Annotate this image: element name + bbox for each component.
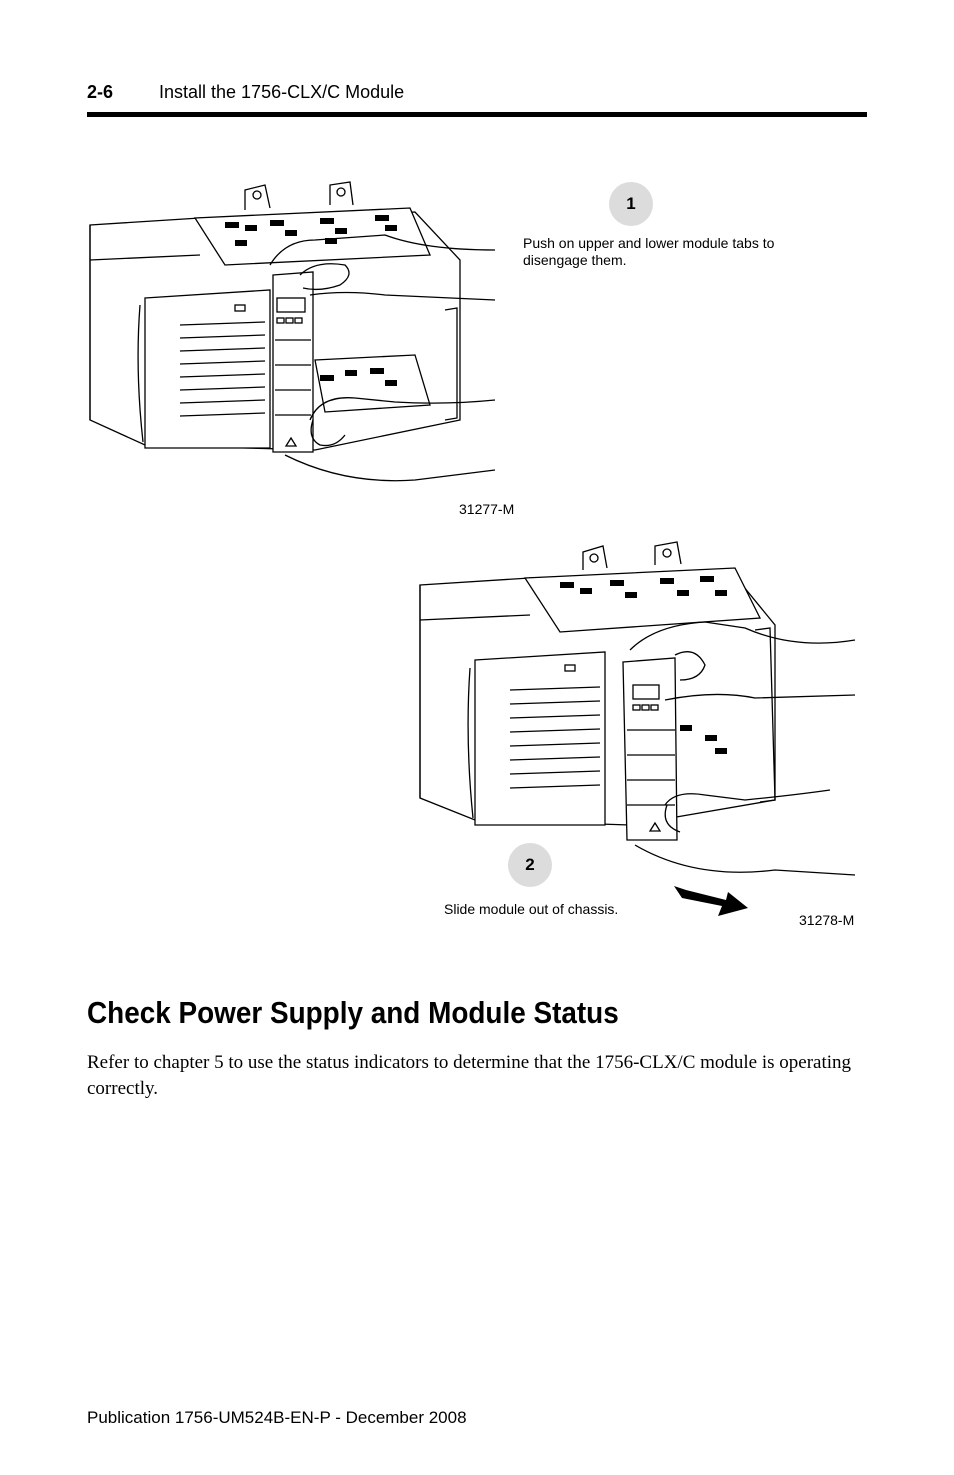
slide-out-arrow-icon bbox=[674, 886, 748, 916]
chapter-title: Install the 1756-CLX/C Module bbox=[159, 82, 405, 102]
figure-2-id: 31278-M bbox=[799, 912, 855, 928]
callout-badge-1: 1 bbox=[609, 182, 653, 226]
figure-2-illustration bbox=[419, 541, 856, 876]
figure-2-caption: Slide module out of chassis. bbox=[444, 901, 619, 917]
header-rule bbox=[87, 112, 867, 117]
page-header: 2-6 Install the 1756-CLX/C Module bbox=[87, 82, 867, 122]
figure-1-id: 31277-M bbox=[459, 501, 515, 517]
callout-badge-2: 2 bbox=[508, 843, 552, 887]
section-heading: Check Power Supply and Module Status bbox=[87, 995, 619, 1030]
figure-1-illustration bbox=[89, 181, 496, 482]
publication-footer: Publication 1756-UM524B-EN-P - December … bbox=[87, 1408, 467, 1427]
figure-1-caption: Push on upper and lower module tabs to d… bbox=[523, 235, 775, 268]
page-number: 2-6 bbox=[87, 82, 114, 102]
section-body-text: Refer to chapter 5 to use the status ind… bbox=[87, 1052, 852, 1099]
